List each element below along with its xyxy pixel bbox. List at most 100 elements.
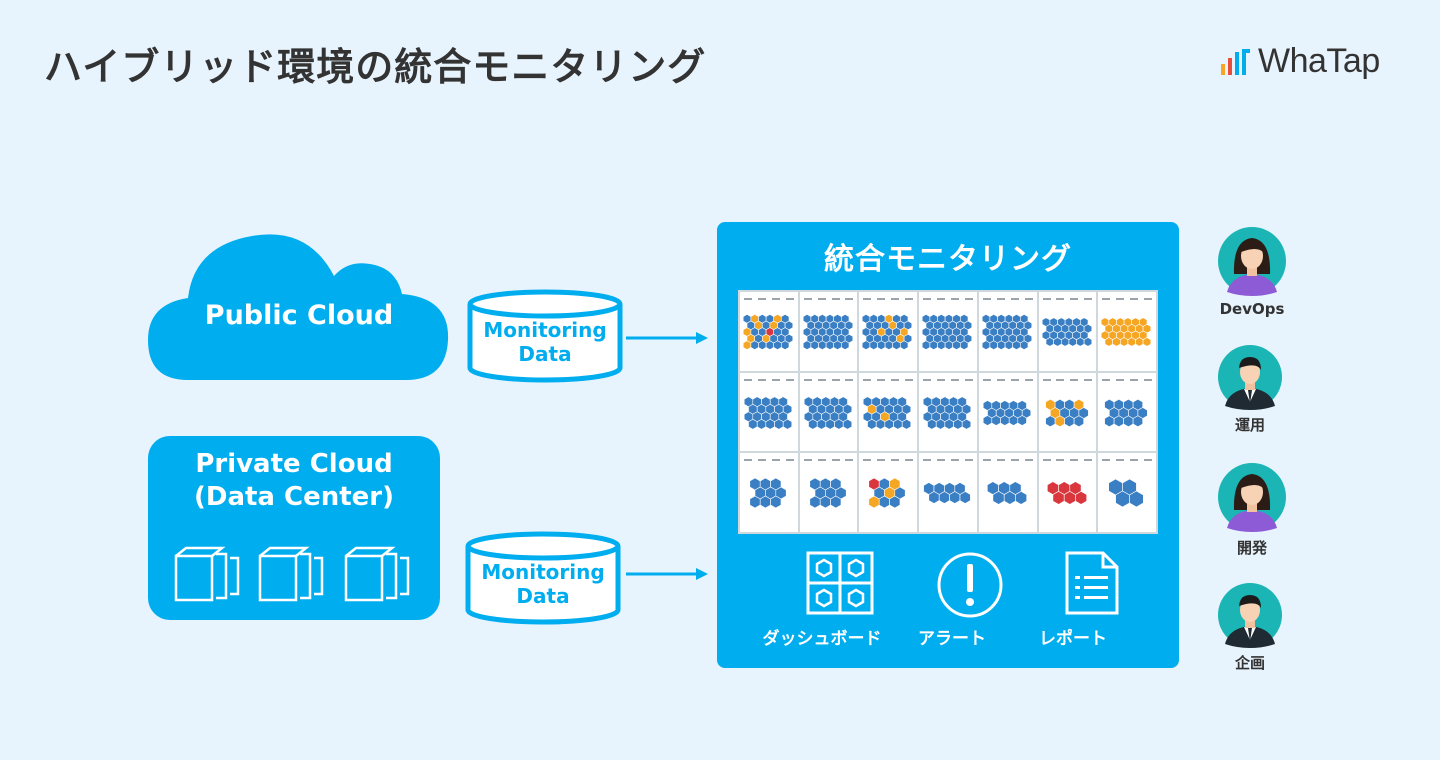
report-label: レポート	[1039, 629, 1107, 649]
monitoring-data-label-2: Monitoring Data	[468, 560, 618, 608]
hexagon	[936, 418, 946, 430]
alert-feature[interactable]	[882, 550, 1022, 624]
dashboard-thumbnail	[740, 292, 798, 371]
report-icon	[1065, 551, 1119, 615]
dashboard-thumbnail	[919, 453, 977, 532]
dashboard-feature[interactable]	[752, 550, 892, 620]
planning-avatar	[1218, 583, 1282, 648]
hexagon	[819, 495, 831, 509]
private-cloud-label: Private Cloud (Data Center)	[148, 448, 440, 514]
alert-icon	[937, 552, 1002, 618]
hexagon	[1075, 337, 1084, 347]
page-title: ハイブリッド環境の統合モニタリング	[44, 45, 707, 89]
hexagon	[1112, 337, 1121, 347]
panel-title: 統合モニタリング	[824, 242, 1072, 277]
hexagon	[1083, 337, 1092, 347]
hexagon	[1068, 337, 1077, 347]
report-feature[interactable]	[1003, 550, 1143, 620]
hexagon	[1129, 490, 1144, 508]
hexagon	[770, 495, 782, 509]
server-icon	[174, 546, 240, 602]
hexagon	[1123, 415, 1134, 427]
db-label-line1: Monitoring	[481, 560, 605, 584]
hexagon	[1052, 337, 1062, 347]
hexagon-cluster	[1041, 317, 1092, 347]
hexagon-cluster	[802, 314, 853, 350]
hexagon	[982, 414, 992, 426]
hexagon	[1004, 340, 1013, 350]
dashboard-thumbnail-grid	[738, 290, 1158, 534]
hexagon-cluster	[809, 477, 847, 509]
db-label-line1: Monitoring	[483, 318, 607, 342]
hexagon	[937, 340, 946, 350]
arrow-icon	[626, 568, 708, 580]
dashboard-thumbnail	[859, 453, 918, 532]
hexagon	[1052, 491, 1065, 506]
db-label-line2: Data	[518, 342, 572, 366]
hexagon	[802, 340, 811, 350]
hexagon	[876, 418, 886, 430]
dashboard-thumbnail	[799, 292, 858, 371]
hexagon	[816, 418, 826, 430]
integrated-monitoring-panel: 統合モニタリング ダッシュボード アラート レポート	[717, 222, 1179, 668]
hexagon	[991, 414, 1001, 426]
dashboard-icon	[806, 551, 873, 615]
hexagon	[1073, 415, 1084, 427]
hexagon	[1127, 337, 1137, 347]
hexagon	[782, 418, 793, 430]
hexagon	[825, 418, 835, 430]
hexagon	[1054, 415, 1065, 427]
hexagon	[992, 491, 1005, 506]
hexagon	[1003, 491, 1016, 506]
hexagon	[877, 340, 886, 350]
db-label-line2: Data	[516, 584, 570, 608]
hexagon-cluster	[863, 396, 912, 430]
whatap-logo: WhaTap	[1220, 42, 1380, 81]
hexagon	[773, 340, 782, 350]
hexagon	[1104, 337, 1114, 347]
hexagon	[1063, 491, 1076, 506]
hexagon	[884, 418, 895, 430]
hexagon	[952, 340, 961, 350]
hexagon	[807, 418, 818, 430]
hexagon	[939, 491, 951, 505]
dashboard-thumbnail	[919, 292, 977, 371]
public-cloud-shape	[148, 234, 449, 380]
hexagon	[817, 340, 827, 350]
dashboard-thumbnail	[1098, 292, 1156, 371]
private-cloud-label-line1: Private Cloud	[195, 449, 393, 479]
hexagon	[902, 418, 912, 430]
hexagon	[765, 340, 775, 350]
hexagon	[989, 340, 998, 350]
dashboard-thumbnail	[1038, 372, 1097, 452]
servers-group	[174, 546, 410, 602]
hexagon	[749, 495, 761, 509]
hexagon-cluster	[862, 314, 913, 350]
hexagon	[1008, 414, 1018, 426]
hexagon	[1104, 415, 1115, 427]
hexagon-cluster	[981, 314, 1032, 350]
dashboard-thumbnail	[799, 372, 858, 452]
dashboard-thumbnail	[859, 292, 918, 371]
logo-text: WhaTap	[1258, 42, 1380, 80]
hexagon	[830, 495, 842, 509]
hexagon	[1135, 337, 1144, 347]
hexagon	[758, 340, 767, 350]
hexagon	[870, 340, 879, 350]
hexagon	[1044, 415, 1055, 427]
hexagon	[1012, 340, 1021, 350]
hexagon	[953, 418, 963, 430]
hexagon	[1120, 337, 1129, 347]
database-cylinder-2	[465, 531, 621, 625]
database-cylinder-1	[467, 289, 623, 383]
hexagon	[944, 340, 954, 350]
operations-avatar	[1218, 345, 1282, 410]
hexagon-cluster	[1046, 481, 1087, 506]
hexagon	[825, 340, 834, 350]
private-cloud-box: Private Cloud (Data Center)	[148, 436, 440, 620]
hexagon	[765, 418, 775, 430]
hexagon	[1074, 491, 1087, 506]
role-label-devops: DevOps	[1219, 300, 1285, 318]
arrow-icon	[626, 332, 708, 344]
hexagon	[1014, 491, 1027, 506]
